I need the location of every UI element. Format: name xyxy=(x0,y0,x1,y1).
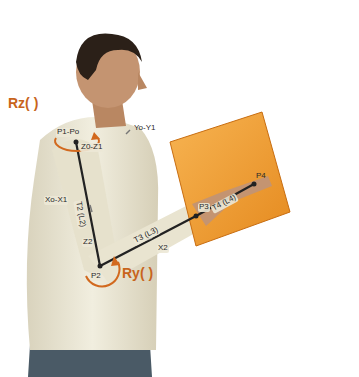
joint-label: P3 xyxy=(198,203,210,212)
joint-label: P2 xyxy=(90,272,102,281)
joint-label: P4 xyxy=(256,172,266,181)
joint-label: Z2 xyxy=(82,238,93,247)
rotation-label: Rz( ) xyxy=(8,96,38,111)
rotation-arrow xyxy=(86,262,119,286)
joint-label: X2 xyxy=(157,244,169,253)
joint-label: P1-Po xyxy=(56,128,80,137)
joint-label: Z0-Z1 xyxy=(80,143,103,152)
joint-label: Yo-Y1 xyxy=(134,124,156,133)
rotation-label: Ry( ) xyxy=(122,266,153,281)
joint-label: Xo-X1 xyxy=(44,196,68,205)
orange-board xyxy=(170,112,290,246)
kinematic-links xyxy=(76,142,254,266)
